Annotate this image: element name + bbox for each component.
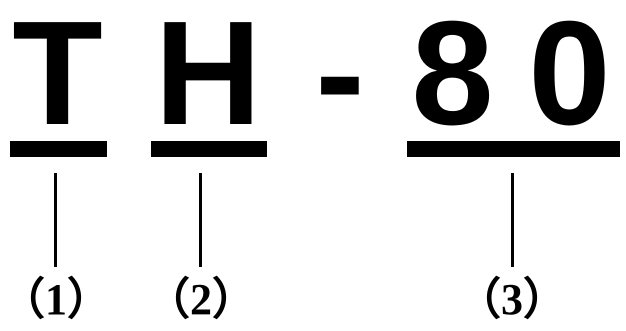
label-part-2: （2） [146,275,256,324]
leader-line-part-3 [511,173,514,267]
code-letter-h: H [154,0,262,156]
underline-part-1 [10,141,107,157]
label-part-3: （3） [457,275,567,324]
leader-line-part-1 [54,173,57,267]
underline-part-3 [407,141,620,157]
code-digit-0: 0 [528,0,611,156]
leader-line-part-2 [199,173,202,267]
code-digit-8: 8 [411,0,494,156]
underline-part-2 [151,141,267,157]
code-letter-t: T [12,0,103,156]
label-part-1: （1） [1,275,111,324]
code-separator: - [315,0,365,156]
